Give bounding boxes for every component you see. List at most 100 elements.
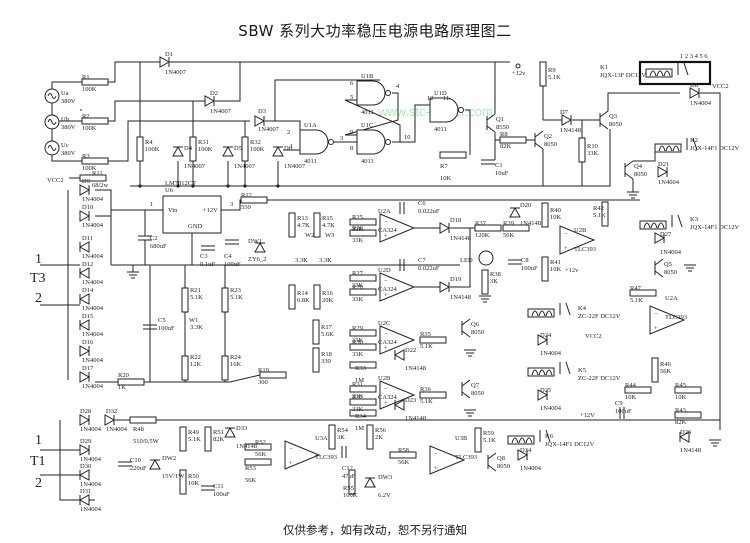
nand-bubble	[328, 139, 334, 145]
resistor	[241, 136, 249, 162]
relay-value: JQX-14F1 DC12V	[690, 145, 740, 152]
nand-ref: U1D	[434, 90, 447, 97]
diode-ref: DW2	[162, 455, 176, 462]
resistor-value: 330	[321, 358, 331, 365]
diode-ref: D12	[82, 261, 93, 268]
resistor-value: 82K	[500, 143, 512, 150]
resistor-value: 10K	[675, 394, 687, 401]
diode-ref: D34	[520, 447, 532, 454]
resistor-value: 1M	[355, 377, 364, 384]
resistor-value: 100K	[82, 125, 97, 132]
opamp-plus: +	[289, 460, 293, 467]
nand-part: 4011	[361, 109, 374, 116]
resistor	[349, 343, 377, 351]
opamp-part: TLC393	[455, 454, 477, 461]
opamp-part: TLC393	[665, 314, 687, 321]
resistor-value: 100K	[82, 86, 97, 93]
power-label-12v: +12v	[565, 267, 579, 274]
pot-ref: W2	[305, 232, 314, 239]
capacitor-value: 100uF	[521, 265, 538, 272]
diode-value: 1N4004	[540, 350, 562, 357]
resistor-value: 82K	[675, 419, 687, 426]
resistor-ref: R14	[297, 290, 309, 297]
resistor-value: 5.1K	[420, 343, 433, 350]
regulator-gnd: GND	[188, 223, 202, 230]
relay-coil	[527, 308, 555, 318]
diode-ref: D14	[82, 287, 94, 294]
resistor-ref: R45	[675, 382, 686, 389]
resistor-ref: R52	[255, 439, 266, 446]
transistor-emitter	[654, 270, 664, 278]
nand-bubble	[385, 90, 391, 96]
resistor	[349, 274, 377, 282]
wire	[633, 152, 656, 162]
resistor	[502, 224, 530, 232]
resistor	[348, 469, 356, 495]
diode	[678, 431, 690, 443]
diode-value: 1N4007	[210, 108, 232, 115]
capacitor-ref: C10	[130, 457, 141, 464]
resistor	[288, 212, 296, 238]
resistor-value: 33K	[352, 337, 364, 344]
opamp-plus: +	[384, 345, 388, 352]
diode	[159, 56, 171, 68]
diode-value: 1N4004	[82, 279, 104, 286]
resistor-ref: R34	[355, 413, 367, 420]
transistor-ref: Q4	[634, 163, 643, 170]
resistor-ref: R41	[550, 259, 561, 266]
diode-value: 1N4004	[82, 357, 104, 364]
resistor-value: 33K	[587, 150, 599, 157]
resistor-value: 56K	[660, 368, 672, 375]
resistor-ref: R55	[343, 485, 354, 492]
capacitor-value: 100uF	[615, 408, 632, 415]
resistor-ref: R17	[321, 324, 333, 331]
capacitor-ref: C7	[418, 257, 426, 264]
resistor-ref: R59	[483, 430, 494, 437]
resistor-value: 33K	[352, 282, 364, 289]
diode-value: 1N4148	[450, 235, 471, 242]
diode-ref: D31	[80, 488, 91, 495]
resistor-value: 12K	[190, 361, 202, 368]
diode-ref: D23	[405, 397, 416, 404]
diode	[78, 241, 90, 253]
source-ref: Uc	[61, 142, 69, 149]
resistor	[439, 151, 467, 159]
led-icon	[478, 250, 494, 266]
resistor	[129, 416, 157, 424]
transistor-emitter	[461, 391, 471, 399]
capacitor-ref: C8	[521, 257, 529, 264]
power-terminal	[515, 63, 521, 69]
opamp-part: CA324	[378, 394, 398, 401]
pin-label: 6	[350, 80, 354, 87]
diode-ref: D29	[80, 438, 91, 445]
resistor	[419, 336, 447, 344]
opamp-ref: U3A	[315, 435, 328, 442]
transistor-ref: Q7	[471, 382, 480, 389]
resistor	[624, 386, 652, 394]
resistor	[244, 458, 272, 466]
diode	[509, 206, 521, 218]
diode-ref: D10	[82, 204, 93, 211]
resistor-value: 100K	[145, 146, 160, 153]
diode-value: 1N4007	[284, 163, 306, 170]
resistor	[349, 361, 377, 369]
relay-value: JQX-14F1 DC12V	[690, 224, 740, 231]
diode-ref: D11	[82, 235, 93, 242]
resistor	[674, 386, 702, 394]
diode-value: 1N4004	[82, 196, 104, 203]
transistor-ref: Q5	[664, 261, 672, 268]
diode-ref: D5	[234, 145, 242, 152]
diode-ref: D17	[82, 365, 94, 372]
resistor-ref: R54	[337, 427, 349, 434]
opamp	[284, 440, 321, 470]
capacitor-value: 680uF	[150, 243, 167, 250]
resistor-value: 5.1K	[548, 74, 561, 81]
relay-contact	[683, 62, 689, 76]
diode	[561, 114, 573, 126]
opamp	[379, 213, 416, 243]
resistor	[474, 427, 482, 453]
relay-winding	[545, 369, 553, 376]
resistor	[259, 371, 287, 379]
diode-value: 1N4148	[520, 220, 541, 227]
diode	[517, 449, 529, 461]
